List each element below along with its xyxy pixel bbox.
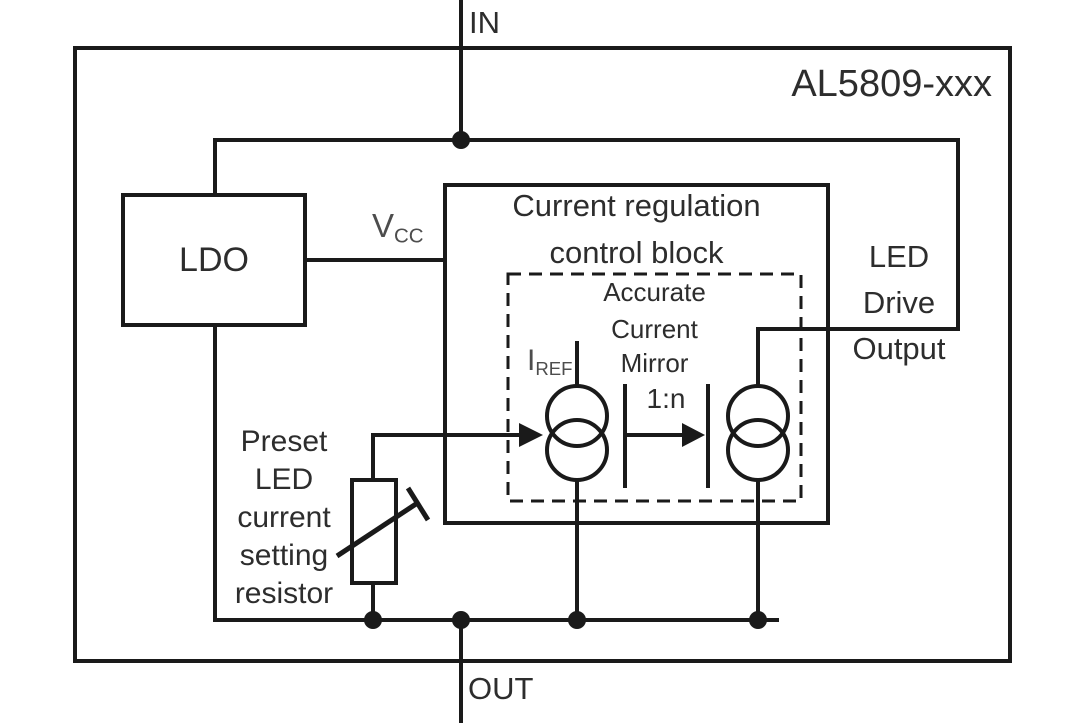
resistor-adjust-arrow-icon	[335, 499, 421, 559]
mirror-title-line2: Current	[611, 314, 698, 344]
mirror-title-line1: Accurate	[603, 277, 706, 307]
out-pin-wire	[459, 620, 463, 723]
vcc-wire	[303, 258, 445, 262]
led-drive-label-line3: Output	[852, 331, 946, 366]
iref-feed-wire	[373, 433, 523, 437]
junction-dot-out	[452, 611, 470, 629]
control-block-title-line2: control block	[549, 235, 724, 270]
resistor-symbol	[350, 478, 398, 585]
pin-out-label: OUT	[468, 671, 534, 706]
ldo-top-wire	[213, 140, 217, 195]
iref-label-sub: REF	[535, 358, 573, 380]
current-source-left-bottom	[545, 418, 609, 482]
resistor-label-line2: LED	[254, 463, 314, 496]
iref-feed-arrowhead-icon	[519, 423, 543, 447]
junction-dot-in	[452, 131, 470, 149]
ldo-label: LDO	[179, 240, 249, 279]
top-rail-wire	[213, 138, 960, 142]
part-title: AL5809-xxx	[791, 63, 992, 105]
control-block-box	[443, 183, 830, 525]
resistor-label-line5: resistor	[234, 577, 334, 610]
vcc-label: VCC	[372, 207, 424, 248]
iref-stub-wire	[575, 341, 579, 387]
vcc-label-main: V	[372, 207, 395, 244]
junction-dot-left-source	[568, 611, 586, 629]
mirror-title-line3: Mirror	[620, 348, 689, 378]
current-mirror-dashed-box	[506, 272, 803, 503]
junction-dot-resistor	[364, 611, 382, 629]
current-source-right-bottom	[726, 418, 790, 482]
mirror-bar-left	[623, 384, 627, 488]
mirror-arrowhead-icon	[682, 423, 705, 447]
iref-label-main: I	[527, 344, 536, 377]
resistor-top-wire	[371, 433, 375, 480]
led-drive-label-line1: LED	[868, 239, 930, 274]
mirror-ratio-label: 1:n	[646, 383, 686, 414]
resistor-label-line1: Preset	[240, 425, 328, 458]
resistor-label-line3: current	[237, 501, 331, 534]
vcc-label-sub: CC	[394, 224, 424, 248]
chip-outline	[73, 46, 1012, 663]
pin-in-label: IN	[469, 5, 500, 40]
mirror-arrow-line	[627, 433, 684, 437]
resistor-adjust-arrow-tip-icon	[405, 486, 431, 522]
resistor-label-line4: setting	[239, 539, 329, 572]
resistor-bottom-wire	[371, 583, 375, 620]
junction-dot-right-source	[749, 611, 767, 629]
control-block-title-line1: Current regulation	[512, 188, 761, 223]
right-drop-wire	[956, 140, 960, 331]
ldo-box: LDO	[121, 193, 307, 327]
mirror-bar-right	[706, 384, 710, 488]
left-source-down-wire	[575, 480, 579, 620]
right-source-down-wire	[756, 480, 760, 620]
led-drive-label-line2: Drive	[862, 285, 936, 320]
in-pin-wire	[459, 0, 463, 142]
led-output-wire-h	[756, 327, 958, 331]
led-output-wire-v	[756, 329, 760, 387]
iref-label: IREF	[527, 344, 573, 380]
ldo-bottom-wire	[213, 323, 217, 622]
bottom-bus-wire	[213, 618, 779, 622]
